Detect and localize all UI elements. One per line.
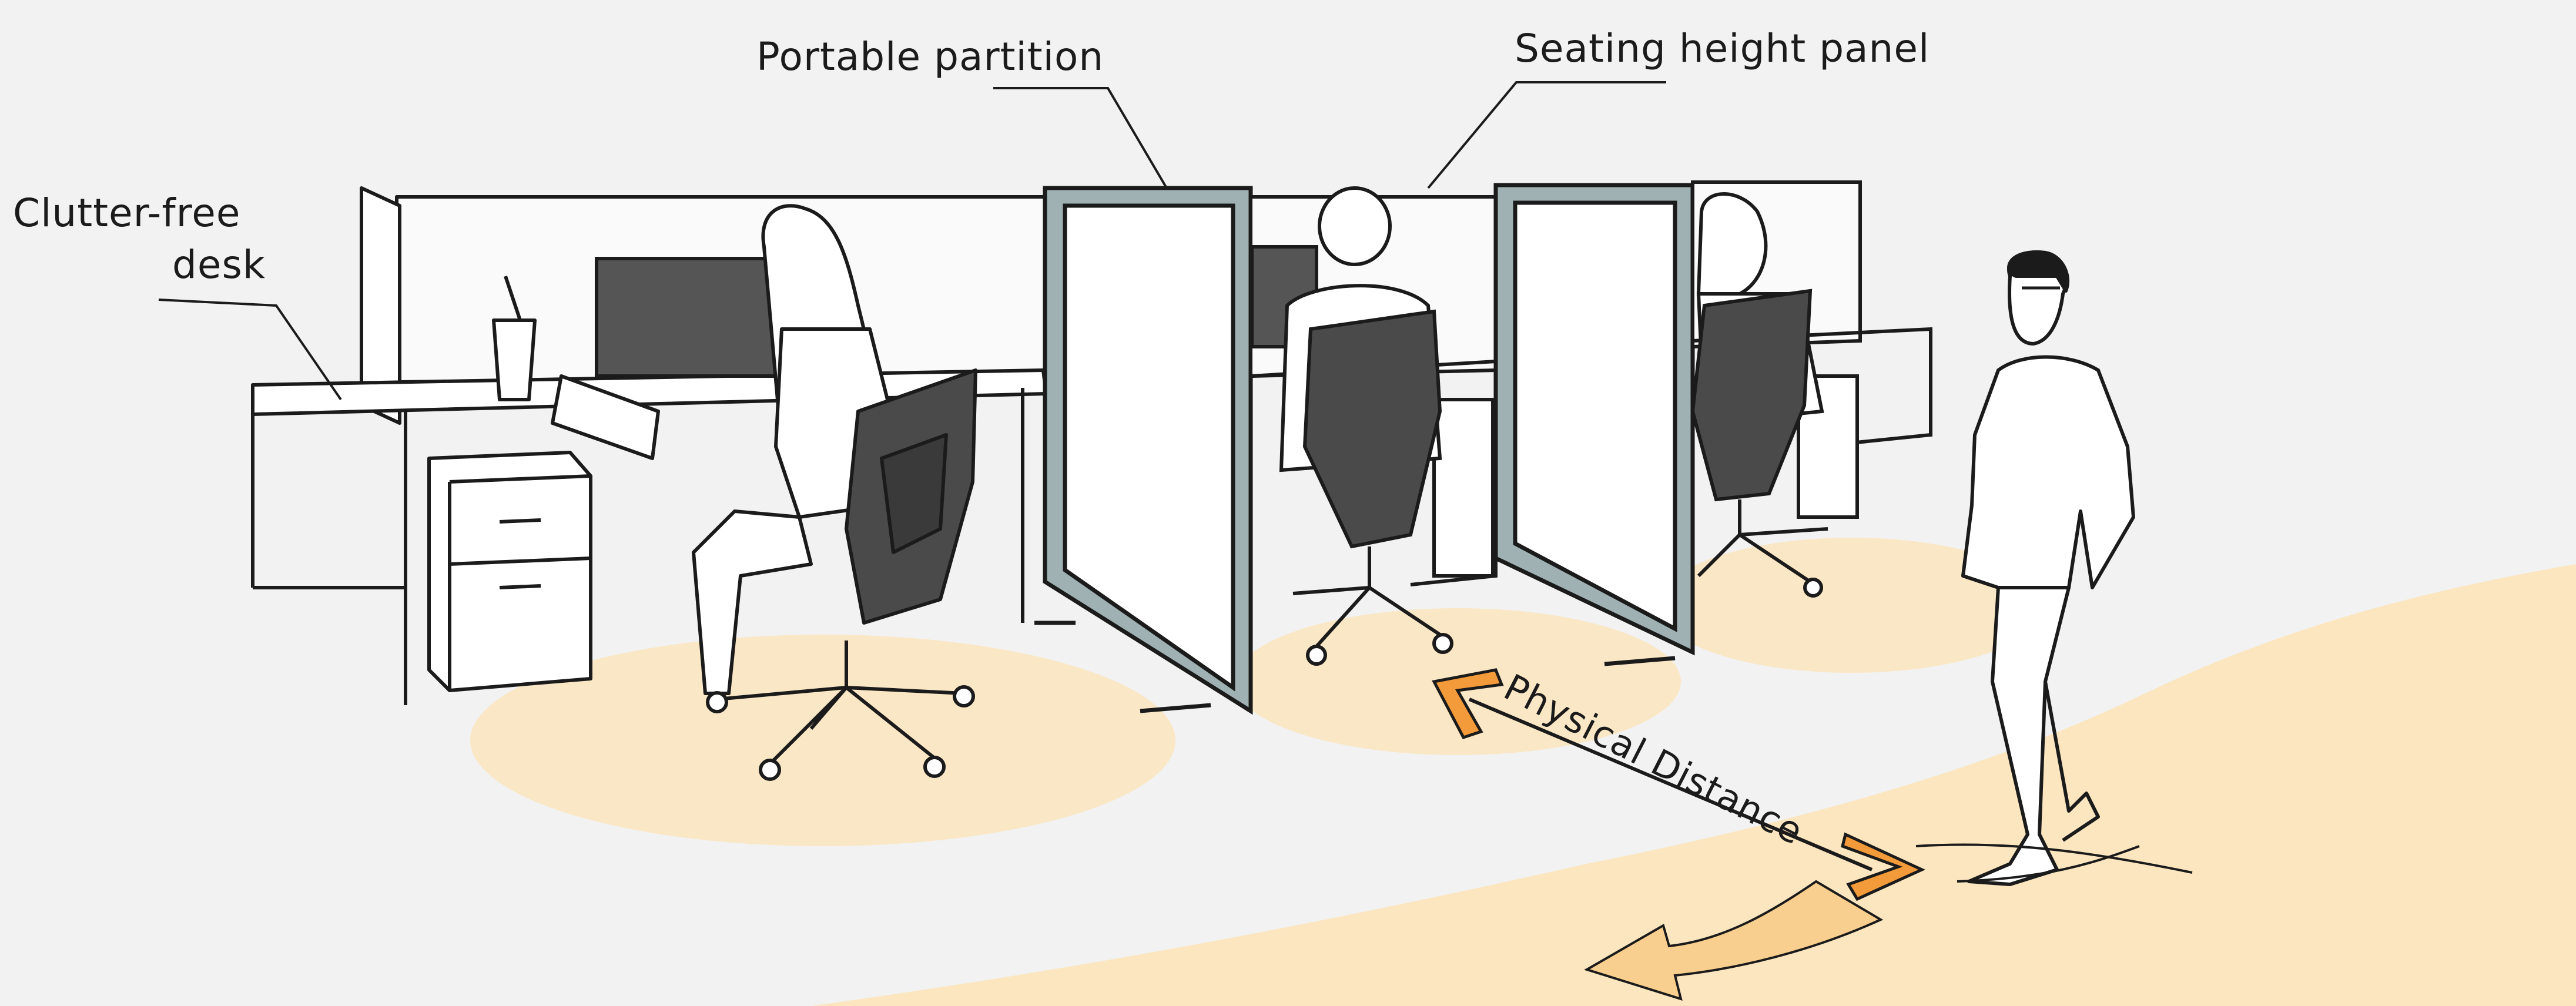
drink-cup — [494, 320, 535, 400]
drawer-pedestal — [429, 452, 591, 690]
annotation-seating-height-panel: Seating height panel — [1515, 29, 1930, 68]
monitor-left — [597, 259, 785, 376]
seating-height-panel — [1496, 185, 1693, 664]
leader-portable-partition — [993, 88, 1167, 188]
leader-seating-height-panel — [1428, 82, 1666, 188]
annotation-clutter-free-desk-line2: desk — [172, 246, 266, 284]
annotation-portable-partition: Portable partition — [756, 38, 1104, 76]
annotation-clutter-free-desk-line1: Clutter-free — [13, 194, 240, 233]
drawer-pedestal-middle — [1434, 400, 1493, 576]
portable-partition-1 — [1034, 188, 1251, 711]
